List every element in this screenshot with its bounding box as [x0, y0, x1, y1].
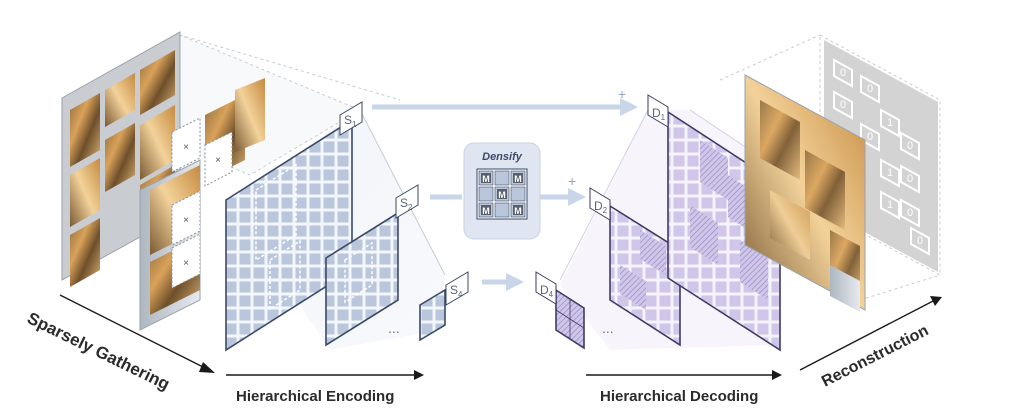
- masked-patch: ×: [171, 233, 201, 289]
- mask-value: 0: [867, 131, 873, 143]
- mask-token: M: [514, 206, 522, 216]
- scale-tag-s2: S2: [395, 184, 419, 219]
- svg-text:Hierarchical Encoding: Hierarchical Encoding: [236, 388, 394, 405]
- masked-patch: ×: [204, 131, 233, 187]
- mask-token: M: [482, 174, 490, 184]
- svg-text:×: ×: [215, 155, 221, 166]
- encoder-ellipsis: ...: [388, 320, 400, 336]
- mask-cell: [910, 226, 930, 256]
- mask-cell: [860, 74, 880, 104]
- mask-cell: [900, 131, 920, 161]
- mask-value: 0: [907, 173, 913, 185]
- mask-value: 0: [840, 67, 846, 79]
- mask-cell: [880, 108, 900, 138]
- hierarchical-decoding-label: Hierarchical Decoding: [586, 370, 782, 405]
- densify-cell: [510, 186, 526, 202]
- svg-text:Reconstruction: Reconstruction: [819, 322, 931, 390]
- densify-cell: [494, 170, 510, 186]
- mask-cell: [900, 198, 920, 228]
- mask-value: 1: [887, 199, 893, 211]
- skip-arrow-top: +: [372, 86, 638, 116]
- mask-token-bg: [481, 173, 491, 183]
- mask-token: M: [514, 174, 522, 184]
- svg-text:S2: S2: [400, 196, 413, 212]
- masked-patch: ×: [171, 190, 201, 246]
- sparsely-gathering-label: Sparsely Gathering: [24, 294, 215, 394]
- mask-value: 0: [907, 207, 913, 219]
- decoder-feature-map-d4: D4: [535, 271, 585, 350]
- plus-sign: +: [568, 173, 576, 189]
- scale-tag-s4: S4: [445, 271, 469, 306]
- mask-value: 1: [887, 167, 893, 179]
- mask-token-bg: [497, 189, 507, 199]
- mask-value: 0: [840, 99, 846, 111]
- reconstruction-cube: 0 0 0 1 0 0 1 0 1 0 0: [719, 34, 941, 312]
- hierarchical-encoding-label: Hierarchical Encoding: [226, 370, 424, 405]
- scale-tag-d4: D4: [535, 271, 557, 305]
- mask-token-bg: [481, 205, 491, 215]
- skip-arrow-bottom: [482, 273, 524, 291]
- input-image-cube: × × × ×: [61, 31, 401, 331]
- svg-text:×: ×: [183, 142, 189, 153]
- mask-cell: [860, 122, 880, 152]
- plus-sign: +: [618, 86, 626, 102]
- densify-cell: [478, 186, 494, 202]
- densify-cell: [494, 202, 510, 218]
- decoder-feature-map-d2: D2: [589, 187, 681, 347]
- mask-token-bg: [513, 205, 523, 215]
- mask-cell: [880, 158, 900, 188]
- mask-token-bg: [513, 173, 523, 183]
- svg-text:D1: D1: [652, 106, 666, 122]
- mask-value: 0: [907, 140, 913, 152]
- mask-value: 0: [867, 83, 873, 95]
- scale-tag-s1: S1: [339, 101, 363, 136]
- encoder-feature-map-s4: S4: [419, 271, 469, 342]
- mask-cell: [880, 190, 900, 220]
- encoder-feature-map-s2: S2: [325, 184, 419, 347]
- mask-cell: [833, 90, 853, 120]
- svg-text:S4: S4: [450, 283, 463, 299]
- scale-tag-d2: D2: [589, 187, 611, 221]
- svg-text:×: ×: [183, 258, 189, 269]
- scale-tag-d1: D1: [647, 94, 669, 128]
- svg-text:Hierarchical Decoding: Hierarchical Decoding: [600, 388, 758, 405]
- reconstruction-label: Reconstruction: [799, 296, 942, 391]
- decoder-ellipsis: ...: [602, 320, 614, 336]
- svg-text:×: ×: [183, 215, 189, 226]
- masked-patch: ×: [171, 117, 201, 173]
- skip-arrow-middle: +: [540, 173, 586, 206]
- svg-text:S1: S1: [344, 113, 357, 129]
- mask-token: M: [482, 206, 490, 216]
- svg-text:D2: D2: [594, 199, 608, 215]
- mask-token: M: [498, 190, 506, 200]
- svg-text:D4: D4: [540, 283, 554, 299]
- densify-title: Densify: [482, 151, 523, 163]
- mask-value: 1: [887, 117, 893, 129]
- mask-cell: [900, 164, 920, 194]
- mask-grid: 0 0 0 1 0 0 1 0 1 0 0: [833, 58, 930, 256]
- mask-value: 0: [917, 235, 923, 247]
- mask-cell: [833, 58, 853, 88]
